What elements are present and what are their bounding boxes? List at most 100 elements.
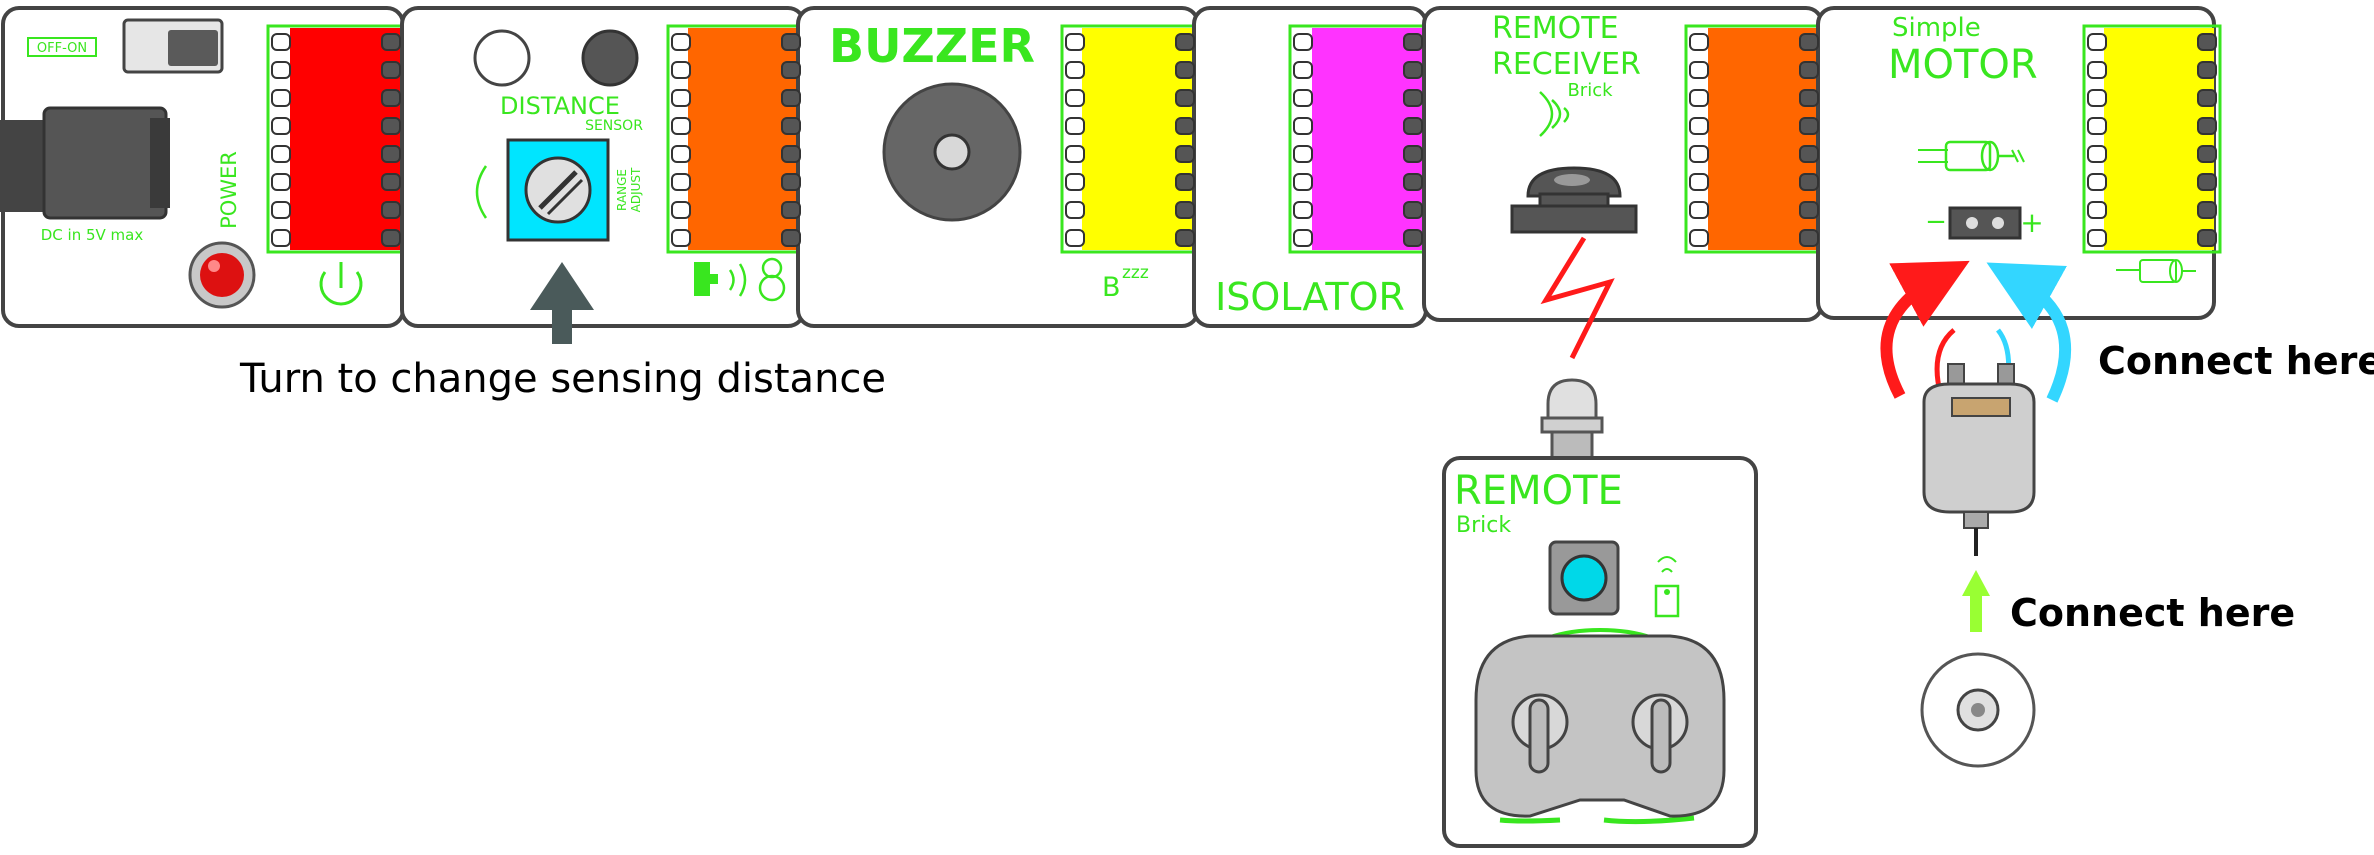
header-pin	[271, 173, 291, 191]
receiver-label-2: RECEIVER	[1492, 47, 1641, 82]
header-pin	[1799, 229, 1819, 247]
simple-motor-brick: Simple MOTOR − +	[1816, 6, 2222, 320]
dial-icon[interactable]	[506, 138, 610, 242]
header-pin	[1689, 61, 1709, 79]
header-pin	[271, 201, 291, 219]
buzz-z: zzz	[1122, 263, 1149, 283]
header-pin	[1689, 33, 1709, 51]
header-pin	[2197, 145, 2217, 163]
connector-icon[interactable]	[1948, 206, 2022, 240]
header-pin	[271, 33, 291, 51]
header-pin	[671, 89, 691, 107]
header-pin	[1175, 61, 1195, 79]
header-pin	[671, 229, 691, 247]
header-pin	[2197, 33, 2217, 51]
header-pin	[271, 229, 291, 247]
header-pin	[1403, 33, 1423, 51]
button-icon[interactable]	[1548, 540, 1620, 616]
header-pin	[671, 61, 691, 79]
header-pin	[781, 61, 801, 79]
green-arrow-icon	[1962, 570, 1990, 632]
remote-label: REMOTE	[1454, 468, 1623, 514]
buzzer-brick: BUZZER B zzz	[796, 6, 1200, 328]
distance-label: DISTANCE	[500, 92, 620, 120]
dc-motor-icon	[1922, 363, 2036, 556]
power-brick: OFF-ON DC in 5V max POWER	[0, 6, 406, 328]
header-pin	[671, 117, 691, 135]
toggle-switch-icon[interactable]	[122, 18, 224, 74]
rotate-icon	[475, 165, 488, 219]
header-pin	[271, 117, 291, 135]
motor-minus-label: −	[1925, 207, 1947, 237]
header-pin	[781, 173, 801, 191]
jack-label: DC in 5V max	[41, 226, 144, 244]
header-pin	[1175, 145, 1195, 163]
header-pin	[1403, 173, 1423, 191]
header-pin	[2087, 89, 2107, 107]
header-pin	[381, 89, 401, 107]
header-pin	[381, 117, 401, 135]
header-pin	[781, 117, 801, 135]
header-pin	[1403, 89, 1423, 107]
remote-brick-label: Brick	[1456, 513, 1511, 538]
motor-chip	[2082, 24, 2222, 254]
buzzer-label: BUZZER	[829, 19, 1035, 73]
header-pin	[1065, 89, 1085, 107]
header-pin	[1293, 201, 1313, 219]
motor-connect-label: Connect here	[2098, 339, 2374, 383]
header-pin	[1065, 117, 1085, 135]
header-pin	[2197, 201, 2217, 219]
distance-sensor-brick: DISTANCE SENSOR RANGE ADJUST	[400, 6, 806, 328]
adjust-label: ADJUST	[629, 167, 643, 212]
header-pin	[2197, 117, 2217, 135]
knob-caption: Turn to change sensing distance	[239, 356, 886, 402]
isolator-label: ISOLATOR	[1215, 275, 1405, 319]
header-pin	[1403, 61, 1423, 79]
header-pin	[781, 145, 801, 163]
motor-label: MOTOR	[1888, 42, 2038, 88]
header-pin	[1175, 173, 1195, 191]
knob-arrow	[530, 262, 594, 344]
header-pin	[1799, 33, 1819, 51]
header-pin	[1065, 61, 1085, 79]
header-pin	[2197, 89, 2217, 107]
header-pin	[1689, 145, 1709, 163]
wheel-icon[interactable]	[1920, 652, 2036, 768]
signal-waves-icon	[1539, 91, 1570, 137]
header-pin	[1403, 229, 1423, 247]
header-pin	[1799, 117, 1819, 135]
header-pin	[2087, 117, 2107, 135]
header-pin	[381, 201, 401, 219]
motor-plus-label: +	[2020, 206, 2043, 239]
header-pin	[1293, 173, 1313, 191]
header-pin	[1293, 89, 1313, 107]
header-pin	[1175, 229, 1195, 247]
motor-icon	[1918, 140, 2025, 172]
header-pin	[1799, 173, 1819, 191]
led-icon	[188, 241, 256, 309]
header-pin	[1689, 117, 1709, 135]
header-pin	[1689, 89, 1709, 107]
motor-small-icon	[2116, 259, 2196, 283]
pin-strips	[271, 33, 2217, 247]
header-pin	[671, 173, 691, 191]
isolator-brick: ISOLATOR	[1192, 6, 1428, 328]
header-pin	[2197, 229, 2217, 247]
header-pin	[1293, 145, 1313, 163]
header-pin	[2087, 201, 2107, 219]
power-icon	[319, 262, 363, 306]
header-pin	[1403, 201, 1423, 219]
header-pin	[2197, 61, 2217, 79]
header-pin	[271, 145, 291, 163]
buzzer-chip	[1060, 24, 1200, 254]
header-pin	[2087, 173, 2107, 191]
receiver-icon	[581, 29, 639, 87]
sensor-label: SENSOR	[585, 118, 643, 134]
header-pin	[1799, 145, 1819, 163]
remote-receiver-brick: REMOTE RECEIVER Brick	[1422, 6, 1824, 322]
header-pin	[381, 33, 401, 51]
receiver-label-1: REMOTE	[1492, 11, 1619, 46]
switch-label: OFF-ON	[37, 41, 87, 56]
header-pin	[781, 201, 801, 219]
